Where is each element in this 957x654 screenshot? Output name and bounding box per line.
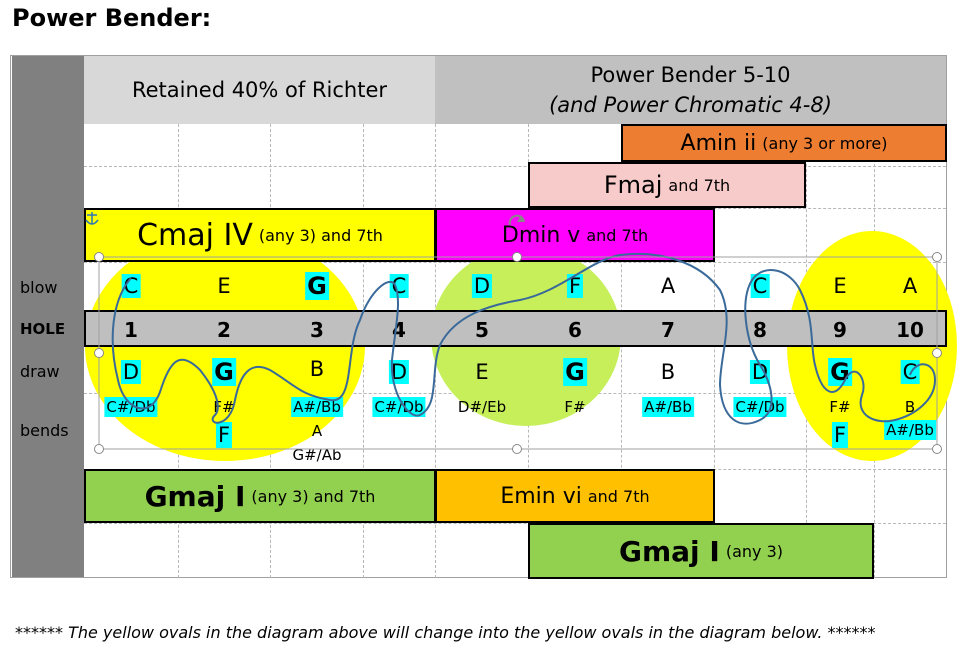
- draw-note: D: [388, 360, 410, 384]
- blow-note: C: [121, 274, 141, 298]
- header-power-bender-title: Power Bender 5-10: [590, 63, 791, 87]
- chord-dmin-detail: and 7th: [586, 225, 649, 245]
- left-bar: [12, 56, 84, 577]
- draw-note: D: [120, 360, 142, 384]
- hole-number: 7: [661, 318, 675, 342]
- handle: [932, 252, 942, 262]
- header-power-bender-subtitle: (and Power Chromatic 4-8): [549, 93, 832, 117]
- chord-dmin-name: Dmin v: [501, 222, 581, 248]
- hole-number: 9: [833, 318, 847, 342]
- draw-note: C: [900, 360, 920, 384]
- bend-note: A#/Bb: [884, 420, 936, 440]
- blow-note: A: [902, 274, 918, 298]
- chord-gmaj-2-detail: (any 3): [725, 541, 783, 561]
- bend-note: G#/Ab: [292, 446, 342, 464]
- chord-fmaj-detail: and 7th: [668, 175, 731, 195]
- bend-note: C#/Db: [733, 397, 787, 417]
- chord-fmaj-name: Fmaj: [603, 171, 663, 199]
- handle: [94, 252, 104, 262]
- handle: [512, 444, 522, 454]
- header-retained-text: Retained 40% of Richter: [131, 78, 388, 102]
- draw-note: G: [563, 358, 587, 386]
- anchor-icon: [85, 212, 99, 225]
- chord-dmin: Dmin v and 7th: [435, 208, 715, 262]
- chord-amin-detail: (any 3 or more): [762, 133, 888, 153]
- page-title: Power Bender:: [12, 4, 212, 32]
- hole-number: 10: [896, 318, 924, 342]
- blow-note: E: [833, 274, 847, 298]
- freehand-line: [111, 252, 937, 425]
- bend-note: F: [215, 422, 233, 448]
- hole-number: 8: [753, 318, 767, 342]
- hole-number: 6: [568, 318, 582, 342]
- bend-note: C#/Db: [104, 397, 158, 417]
- row-label-draw: draw: [20, 362, 60, 381]
- handle: [94, 444, 104, 454]
- bend-note: F#: [213, 398, 235, 416]
- blow-note: G: [305, 272, 329, 300]
- chord-gmaj-1-detail: (any 3) and 7th: [251, 486, 376, 506]
- handle: [94, 348, 104, 358]
- draw-note: E: [475, 360, 489, 384]
- row-label-hole: HOLE: [20, 320, 66, 338]
- chord-gmaj-2-name: Gmaj I: [619, 534, 720, 568]
- footer-note: ****** The yellow ovals in the diagram a…: [15, 623, 876, 642]
- blow-note: A: [660, 274, 676, 298]
- chord-cmaj-name: Cmaj IV: [137, 217, 253, 253]
- hole-number: 3: [310, 318, 324, 342]
- blow-note: C: [389, 274, 409, 298]
- blow-note: C: [750, 274, 770, 298]
- bend-note: D#/Eb: [457, 398, 507, 416]
- hole-number: 1: [124, 318, 138, 342]
- draw-note: D: [749, 360, 771, 384]
- handle: [512, 252, 522, 262]
- chord-fmaj: Fmaj and 7th: [528, 162, 806, 208]
- chord-cmaj-detail: (any 3) and 7th: [258, 225, 383, 245]
- chord-cmaj: Cmaj IV (any 3) and 7th: [84, 208, 436, 262]
- bend-note: F: [831, 422, 849, 448]
- bend-note: F#: [564, 398, 586, 416]
- row-label-blow: blow: [20, 278, 58, 297]
- header-retained: Retained 40% of Richter: [84, 56, 435, 124]
- chord-emin: Emin vi and 7th: [435, 469, 715, 523]
- blow-note: F: [566, 274, 584, 298]
- bend-note: A#/Bb: [291, 397, 343, 417]
- hole-row: [84, 310, 947, 347]
- bend-note: B: [904, 398, 916, 416]
- chord-gmaj-1-name: Gmaj I: [144, 479, 246, 513]
- draw-note: G: [212, 358, 236, 386]
- draw-note: B: [309, 357, 325, 381]
- handle: [932, 348, 942, 358]
- blow-note: D: [471, 274, 493, 298]
- hole-number: 2: [217, 318, 231, 342]
- bend-note: A: [311, 422, 323, 440]
- draw-note: B: [660, 360, 676, 384]
- chord-gmaj-1: Gmaj I (any 3) and 7th: [84, 469, 436, 523]
- handle: [932, 444, 942, 454]
- rotate-handle-icon: [508, 214, 525, 226]
- hole-number: 5: [475, 318, 489, 342]
- chord-amin-name: Amin ii: [680, 130, 757, 156]
- row-label-bends: bends: [20, 421, 69, 440]
- blow-note: E: [217, 274, 231, 298]
- header-power-bender: Power Bender 5-10 (and Power Chromatic 4…: [435, 56, 946, 124]
- chord-gmaj-2: Gmaj I (any 3): [528, 523, 874, 579]
- chord-amin: Amin ii (any 3 or more): [621, 124, 947, 162]
- chord-emin-detail: and 7th: [587, 486, 650, 506]
- chord-emin-name: Emin vi: [500, 483, 582, 509]
- bend-note: A#/Bb: [642, 397, 694, 417]
- bend-note: F#: [829, 398, 851, 416]
- bend-note: C#/Db: [372, 397, 426, 417]
